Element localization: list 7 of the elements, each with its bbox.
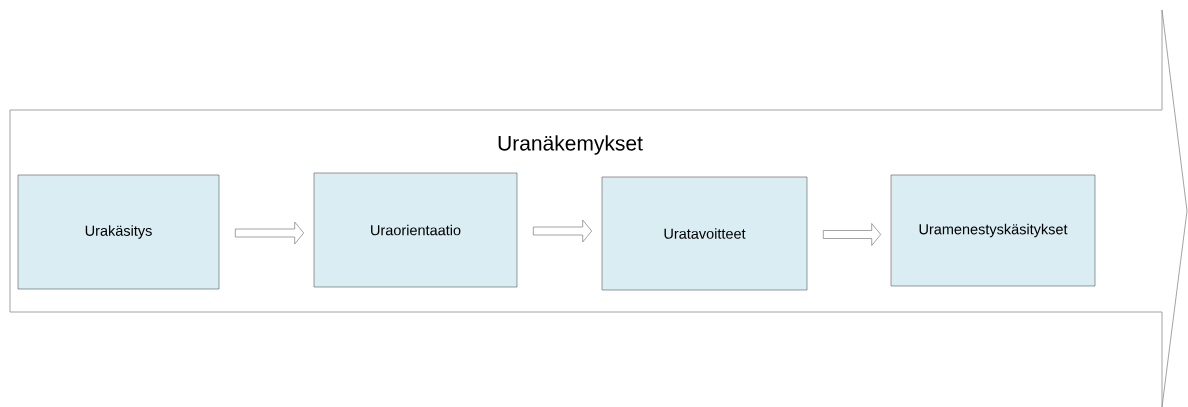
- process-box: Uramenestyskäsitykset: [890, 174, 1096, 287]
- block-arrow: [823, 223, 881, 246]
- block-arrow: [235, 221, 304, 245]
- process-box: Uratavoitteet: [601, 176, 808, 291]
- block-arrow: [533, 219, 592, 243]
- process-box: Urakäsitys: [17, 174, 220, 290]
- process-box: Uraorientaatio: [313, 172, 518, 288]
